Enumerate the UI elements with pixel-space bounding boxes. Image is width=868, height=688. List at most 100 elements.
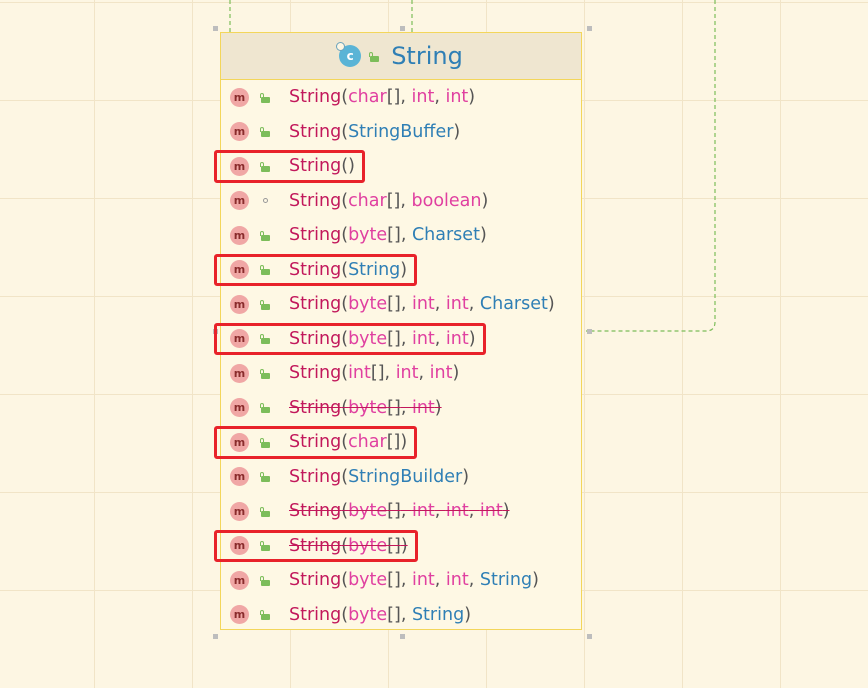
close-paren: ) bbox=[400, 259, 408, 280]
param-token: , bbox=[434, 501, 446, 522]
param-token: String bbox=[411, 604, 465, 625]
member-name: String bbox=[289, 225, 342, 246]
param-token: int bbox=[445, 87, 469, 108]
method-icon: m bbox=[230, 87, 249, 107]
param-token: int bbox=[411, 501, 435, 522]
member-row[interactable]: m String(byte[], int, int, int) bbox=[221, 494, 581, 529]
selection-handle[interactable] bbox=[213, 634, 218, 639]
method-icon: m bbox=[230, 501, 249, 521]
param-token: int bbox=[411, 87, 435, 108]
param-token: byte bbox=[348, 225, 388, 246]
close-paren: ) bbox=[453, 121, 461, 142]
selection-handle[interactable] bbox=[400, 634, 405, 639]
member-name: String bbox=[289, 156, 342, 177]
param-token: StringBuilder bbox=[348, 466, 463, 487]
param-token: String bbox=[479, 570, 533, 591]
open-paren: ( bbox=[341, 225, 349, 246]
selection-handle[interactable] bbox=[587, 329, 592, 334]
selection-handle[interactable] bbox=[400, 26, 405, 31]
member-name: String bbox=[289, 604, 342, 625]
param-token: int bbox=[445, 501, 469, 522]
lock-icon bbox=[258, 575, 272, 586]
selection-handle[interactable] bbox=[587, 26, 592, 31]
param-token: , bbox=[468, 294, 480, 315]
member-row[interactable]: m String(char[], int, int) bbox=[221, 80, 581, 115]
class-header[interactable]: c String bbox=[221, 33, 581, 80]
method-icon: m bbox=[230, 536, 249, 556]
member-name: String bbox=[289, 570, 342, 591]
class-icon-letter: c bbox=[339, 45, 362, 67]
open-paren: ( bbox=[341, 328, 349, 349]
param-token: String bbox=[348, 259, 401, 280]
close-paren: ) bbox=[481, 190, 489, 211]
lock-icon bbox=[369, 51, 380, 62]
param-token: [] bbox=[387, 328, 401, 349]
param-token: int bbox=[479, 501, 503, 522]
param-token: int bbox=[348, 363, 371, 384]
close-paren: ) bbox=[532, 570, 539, 591]
param-token: , bbox=[400, 501, 412, 522]
member-signature: String(byte[], Charset) bbox=[289, 225, 487, 245]
param-token: [] bbox=[387, 535, 401, 556]
param-token: byte bbox=[348, 328, 388, 349]
open-paren: ( bbox=[341, 466, 349, 487]
member-name: String bbox=[289, 397, 342, 418]
highlight-box bbox=[214, 150, 365, 183]
open-paren: ( bbox=[341, 121, 349, 142]
close-paren: ) bbox=[348, 156, 355, 177]
close-paren: ) bbox=[434, 397, 442, 418]
member-signature: String(byte[], int) bbox=[289, 398, 442, 418]
param-token: , bbox=[400, 190, 412, 211]
param-token: byte bbox=[348, 570, 388, 591]
member-signature: String(byte[], int, int, int) bbox=[289, 501, 510, 521]
member-name: String bbox=[289, 363, 342, 384]
lock-icon bbox=[258, 368, 272, 379]
member-name: String bbox=[289, 328, 342, 349]
member-signature: String(char[], int, int) bbox=[289, 87, 475, 107]
param-token: Charset bbox=[411, 225, 480, 246]
param-token: , bbox=[400, 397, 412, 418]
method-icon: m bbox=[230, 605, 249, 625]
member-name: String bbox=[289, 294, 342, 315]
selection-handle[interactable] bbox=[213, 26, 218, 31]
param-token: [] bbox=[387, 294, 401, 315]
param-token: byte bbox=[348, 501, 388, 522]
lock-icon bbox=[258, 299, 272, 310]
param-token: , bbox=[434, 570, 446, 591]
lock-icon bbox=[258, 472, 272, 483]
close-paren: ) bbox=[452, 363, 460, 384]
param-token: int bbox=[445, 328, 469, 349]
method-icon: m bbox=[230, 363, 249, 383]
param-token: , bbox=[468, 570, 480, 591]
open-paren: ( bbox=[341, 156, 349, 177]
param-token: byte bbox=[348, 604, 388, 625]
member-signature: String(byte[], int, int) bbox=[289, 329, 476, 349]
open-paren: ( bbox=[341, 397, 349, 418]
param-token: , bbox=[400, 570, 412, 591]
member-signature: String(char[]) bbox=[289, 432, 407, 452]
selection-handle[interactable] bbox=[587, 634, 592, 639]
param-token: [] bbox=[370, 363, 385, 384]
highlight-box bbox=[214, 529, 418, 562]
open-paren: ( bbox=[341, 535, 349, 556]
open-paren: ( bbox=[341, 190, 349, 211]
param-token: int bbox=[445, 294, 469, 315]
param-token: , bbox=[434, 87, 446, 108]
param-token: , bbox=[418, 363, 430, 384]
member-name: String bbox=[289, 501, 342, 522]
